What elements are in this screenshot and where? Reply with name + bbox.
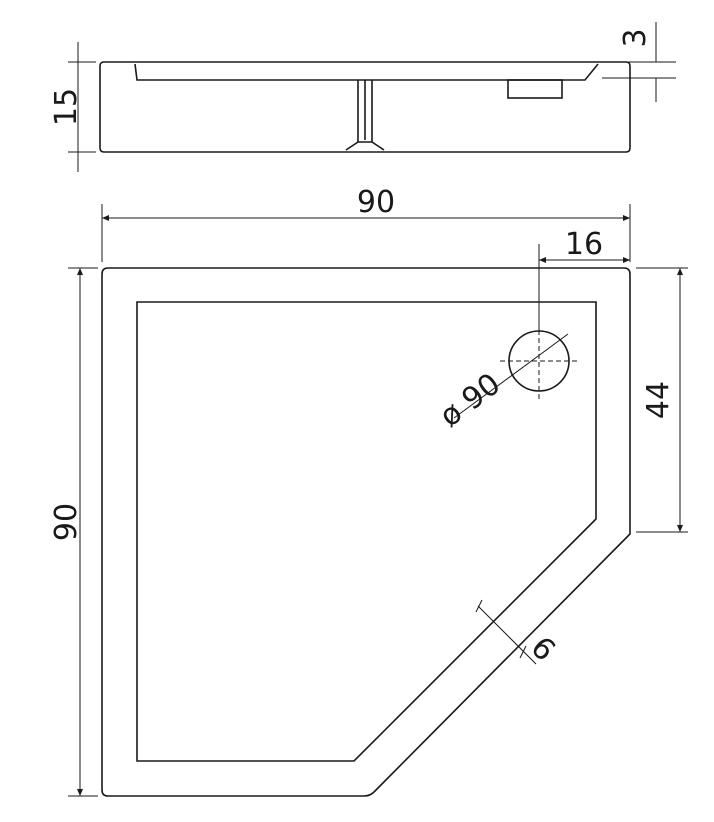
dim-3-ticks bbox=[652, 61, 660, 79]
tray-outer-outline bbox=[101, 267, 631, 797]
drain-offset-label: 16 bbox=[565, 227, 603, 262]
drain-centerlines bbox=[500, 322, 580, 400]
side-view: 15 3 bbox=[49, 22, 676, 172]
dim-rim-line bbox=[477, 605, 537, 665]
side-view-basin bbox=[134, 63, 599, 81]
top-depth-label: 90 bbox=[49, 503, 84, 541]
dim-3-extension bbox=[602, 61, 676, 79]
dim-rim-ticks bbox=[475, 599, 527, 659]
side-length-label: 44 bbox=[641, 381, 676, 419]
tray-inner-basin bbox=[136, 301, 597, 762]
side-view-drain-foot bbox=[345, 141, 385, 151]
dim-width-extension bbox=[101, 204, 631, 262]
side-view-drain-pipe bbox=[357, 80, 373, 142]
dim-depth-extension bbox=[68, 267, 98, 797]
dim-15-ticks bbox=[74, 61, 82, 153]
side-height-label: 15 bbox=[49, 88, 84, 126]
top-view: ø 90 90 16 90 44 6 bbox=[49, 185, 688, 797]
side-view-outline bbox=[99, 61, 631, 153]
drain-diameter-leader bbox=[453, 333, 569, 419]
drain-diameter-label: ø 90 bbox=[433, 367, 507, 435]
side-view-drain-block bbox=[507, 79, 563, 99]
top-width-label: 90 bbox=[357, 185, 395, 220]
side-rim-label: 3 bbox=[618, 28, 653, 47]
